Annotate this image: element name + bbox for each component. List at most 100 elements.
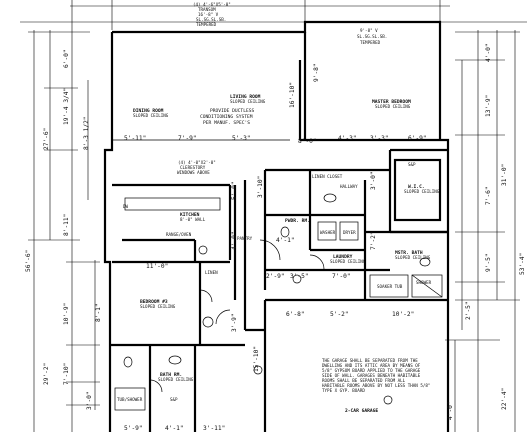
bath-finish: SLOPED CEILING (158, 377, 194, 382)
dim-row1-g: 6'-9" (408, 135, 427, 142)
dim-v-4: 4'-0" (231, 231, 238, 250)
dim-left-27: 27'-6" (43, 128, 50, 150)
dim-v-3c: 3'-0" (370, 171, 377, 190)
dim-row4: 11'-0" (146, 263, 168, 270)
dim-right-4b: 4'-0" (447, 401, 454, 420)
transom-note-line4: SL.SG.SL.SB. (196, 17, 226, 22)
washer-label: WASHER (320, 230, 336, 235)
dining-room-name: DINING ROOM (133, 108, 164, 114)
garage-note-5: ROOMS SHALL BE SEPARATED FROM ALL (322, 378, 406, 383)
pantry-label: PANTRY (237, 236, 253, 241)
dryer-label: DRYER (343, 230, 356, 235)
living-room-name: LIVING ROOM (230, 94, 261, 100)
dim-right-7: 7'-6" (485, 186, 492, 205)
transom-note-line2: TRANSOM (198, 7, 216, 12)
dim-right-9: 9'-5" (485, 253, 492, 272)
dim-left-7: 7'-10" (63, 363, 70, 385)
garage-name: 2-CAR GARAGE (345, 408, 378, 414)
dim-left-29: 29'-2" (43, 363, 50, 385)
dim-v-15: 15'-10" (253, 346, 260, 372)
hvac-note-3: PER MANUF. SPEC'S (203, 120, 250, 126)
dining-room-finish: SLOPED CEILING (133, 113, 169, 118)
dim-right-31: 31'-0" (501, 164, 508, 186)
exterior-walls (103, 20, 450, 432)
dim-right-13: 13'-9" (485, 95, 492, 117)
dim-row3-b: 5'-2" (330, 311, 349, 318)
dim-v-16: 16'-10" (289, 82, 296, 108)
dim-row1-f: 3'-3" (370, 135, 389, 142)
hallway-label: HALLWAY (340, 184, 358, 189)
interior-walls (110, 32, 448, 432)
tub-shower-label: TUB/SHOWER (117, 397, 143, 402)
dim-left-10: 10'-9" (63, 303, 70, 325)
bath-name: BATH RM. (160, 372, 182, 378)
dw-label: DW (123, 204, 129, 209)
laundry-finish: SLOPED CEILING (330, 259, 366, 264)
dim-row3-a: 6'-8" (286, 311, 305, 318)
dim-row2-d: 4'-1" (276, 237, 295, 244)
dim-v-3: 3'-10" (257, 176, 264, 198)
garage-note-2: DWELLING AND ITS ATTIC AREA BY MEANS OF (322, 363, 421, 368)
wic-name: W.I.C. (408, 184, 425, 190)
laundry-name: LAUNDRY (333, 254, 353, 260)
master-bath-name: MSTR. BATH (395, 250, 423, 256)
dim-row1-c: 5'-3" (232, 135, 251, 142)
master-bedroom-name: MASTER BEDROOM (372, 99, 411, 105)
master-bedroom-finish: SLOPED CEILING (375, 104, 411, 109)
hvac-note-2: CONDITIONING SYSTEM (200, 114, 253, 120)
dim-bottom-a: 5'-9" (124, 425, 143, 432)
dim-row2-c: 7'-0" (332, 273, 351, 280)
shower-label: SHOWER (416, 280, 432, 285)
clerestory-note-3: WINDOWS ABOVE (177, 170, 210, 175)
dim-row2-b: 3'-5" (290, 273, 309, 280)
bedroom3-finish: SLOPED CEILING (140, 304, 176, 309)
dim-row1-a: 5'-11" (124, 135, 146, 142)
dim-left-6: 6'-0" (63, 49, 70, 68)
master-window-note-line3: TEMPERED (360, 40, 381, 45)
dim-row2-a: 2'-9" (266, 273, 285, 280)
garage-note-4: SIDE OF WALL. GARAGES BENEATH HABITABLE (322, 373, 421, 378)
dim-v-5: 5'-0" (231, 181, 238, 200)
wic-finish: SLOPED CEILING (404, 189, 440, 194)
linen-label: LINEN (205, 270, 218, 275)
dim-row1-e: 4'-3" (338, 135, 357, 142)
dim-bottom-c: 3'-11" (203, 425, 225, 432)
master-bath-finish: SLOPED CEILING (395, 255, 431, 260)
dim-right-4: 4'-0" (485, 43, 492, 62)
garage-note-3: 5/8" GYPSUM BOARD APPLIED TO THE GARAGE (322, 368, 421, 373)
dim-left-overall: 56'-6" (25, 250, 32, 272)
dim-inner-8b: 8'-1" (95, 303, 102, 322)
kitchen-name: KITCHEN (180, 212, 200, 218)
soaker-tub-label: SOAKER TUB (377, 284, 403, 289)
garage-note-1: THE GARAGE SHALL BE SEPARATED FROM THE (322, 358, 418, 363)
range-label: RANGE/OVEN (166, 232, 192, 237)
clerestory-note-1: (4) 4'-0"X2'-0" (178, 160, 216, 165)
fixtures (123, 193, 431, 405)
dim-left-3: 3'-0" (86, 391, 93, 410)
dim-v-9: 9'-8" (313, 63, 320, 82)
dim-v-7: 7'-2" (370, 231, 377, 250)
transom-note-line5: TEMPERED (196, 22, 217, 27)
clerestory-note-2: CLERESTORY (180, 165, 206, 170)
dimension-lines (20, 0, 527, 432)
dim-right-overall: 53'-4" (519, 253, 526, 275)
dim-right-22: 22'-4" (501, 388, 508, 410)
dim-row1-d: 8'-0" (298, 138, 317, 145)
dim-v-3b: 3'-9" (231, 313, 238, 332)
powder-room-name: PWDR. RM. (285, 218, 310, 224)
transom-note-line1: (4) 4'-6"X5'-0" (193, 2, 231, 7)
bath-sp-label: S&P (170, 397, 178, 402)
dim-left-8: 8'-11" (63, 214, 70, 236)
master-closet-sp-label: S&P (408, 162, 416, 167)
dim-inner-8: 8'-3 1/2" (83, 116, 90, 150)
kitchen-finish: 8'-0" WALL (180, 217, 206, 222)
master-window-note-line2: SL.SG.SL.SB. (357, 34, 387, 39)
dim-row3-c: 10'-2" (392, 311, 414, 318)
transom-note-line3: 16'-8" V (198, 12, 219, 17)
dim-bottom-b: 4'-1" (165, 425, 184, 432)
master-window-note-line1: 9'-8" V (360, 28, 378, 33)
bedroom3-name: BEDROOM #3 (140, 299, 168, 305)
garage-note-7: TYPE X GYP. BOARD (322, 388, 365, 393)
dim-row1-b: 7'-9" (178, 135, 197, 142)
